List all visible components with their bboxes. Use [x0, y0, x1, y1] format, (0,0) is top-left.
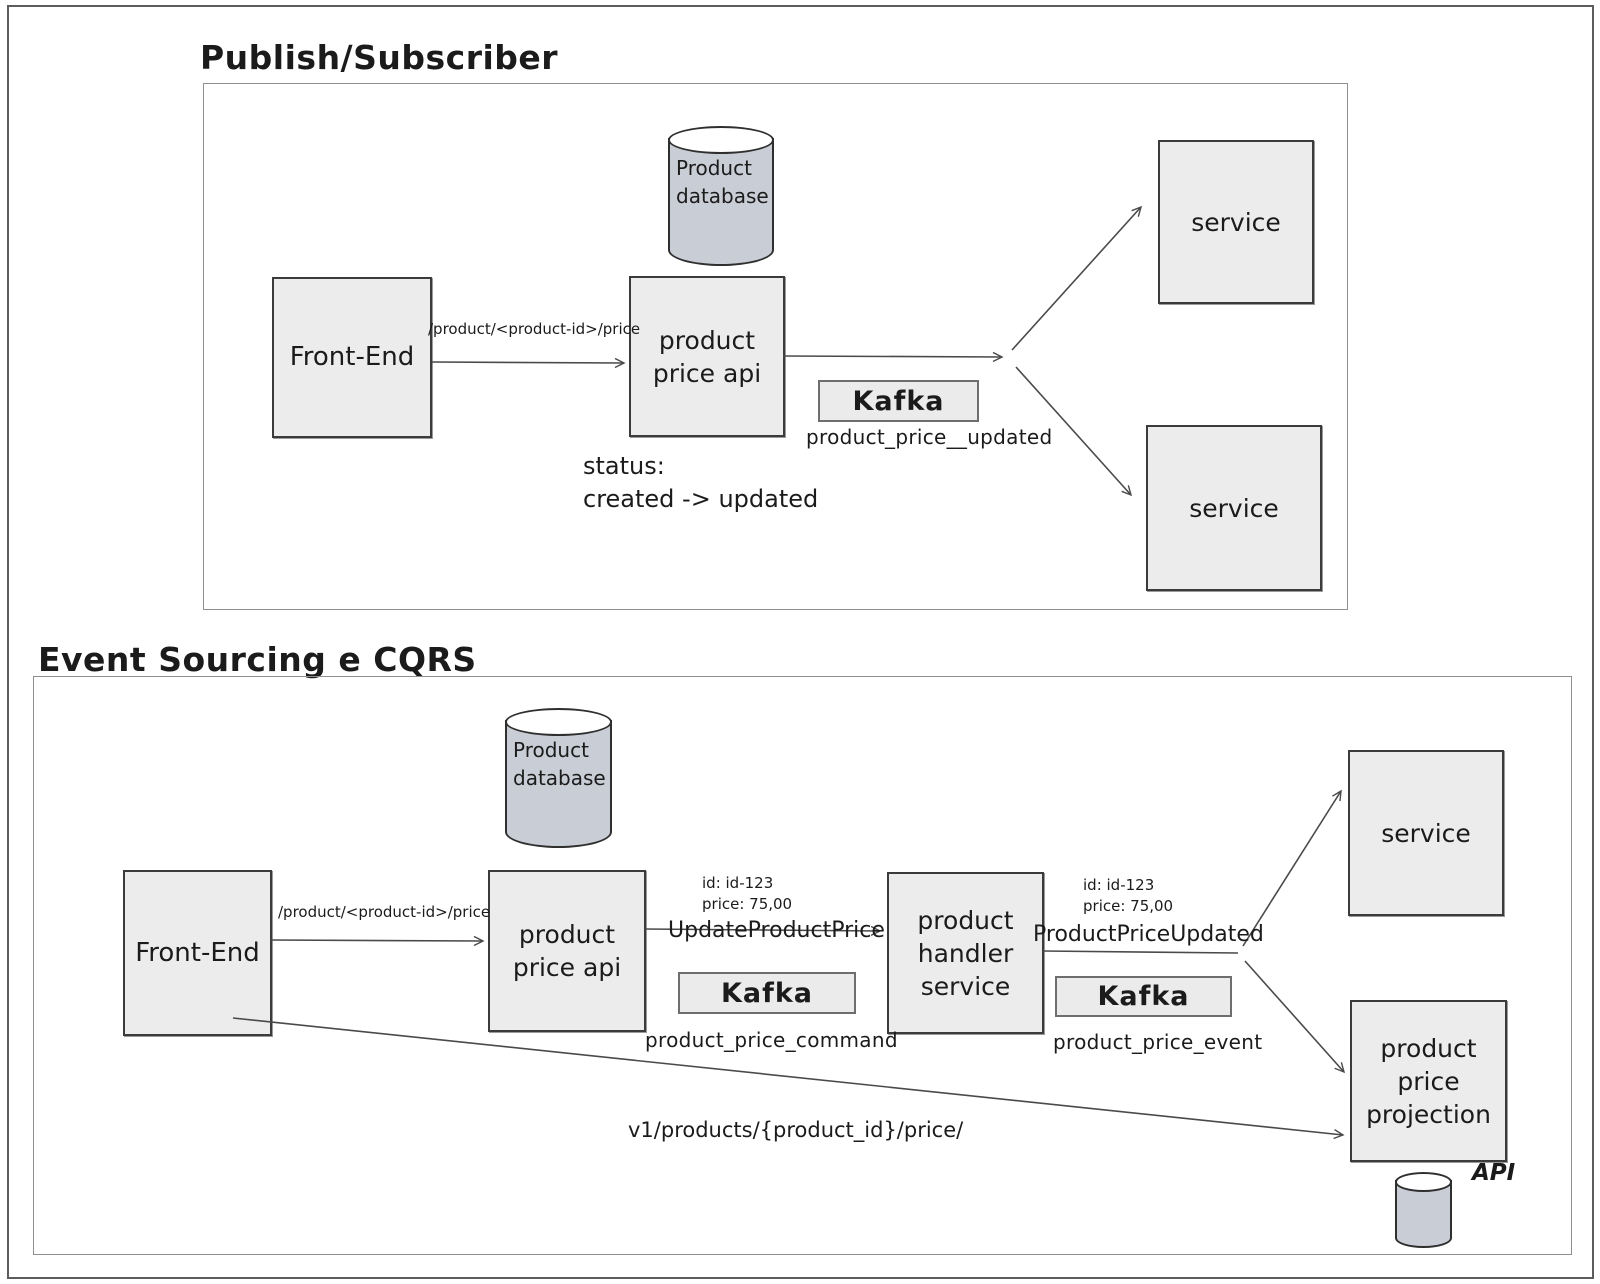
- cqrs-command-payload-price: price: 75,00: [702, 895, 793, 913]
- cylinder-body: [505, 720, 612, 848]
- cqrs-product-handler-service-label: product handler service: [917, 905, 1014, 1001]
- cqrs-kafka-command-node: Kafka: [678, 972, 856, 1014]
- cqrs-event-payload-price: price: 75,00: [1083, 897, 1174, 915]
- cqrs-product-database-icon: Product database: [505, 708, 612, 848]
- pubsub-status-text: status: created -> updated: [583, 450, 818, 516]
- cqrs-command-payload: id: id-123 price: 75,00: [702, 873, 792, 915]
- cqrs-database-label: Product database: [513, 738, 606, 790]
- cqrs-api-label: API: [1472, 1160, 1516, 1186]
- pubsub-front-end-node: Front-End: [272, 277, 432, 438]
- cqrs-event-payload-id: id: id-123: [1083, 876, 1155, 894]
- cylinder-top: [1395, 1172, 1452, 1192]
- cqrs-product-handler-service-node: product handler service: [887, 872, 1044, 1034]
- cqrs-product-price-projection-node: product price projection: [1350, 1000, 1507, 1162]
- cqrs-command-label: UpdateProductPrice: [668, 918, 885, 943]
- cqrs-product-price-projection-label: product price projection: [1366, 1033, 1491, 1129]
- cqrs-projection-database-icon: [1395, 1172, 1452, 1248]
- pubsub-status-line2: created -> updated: [583, 485, 819, 513]
- cylinder-top: [668, 126, 774, 154]
- cqrs-request-label: /product/<product-id>/price: [278, 903, 491, 921]
- cqrs-front-end-node: Front-End: [123, 870, 272, 1036]
- cqrs-event-label: ProductPriceUpdated: [1033, 922, 1264, 947]
- cqrs-product-price-api-label: product price api: [512, 920, 622, 982]
- cqrs-rest-label: v1/products/{product_id}/price/: [628, 1118, 964, 1142]
- cqrs-service-label: service: [1381, 818, 1471, 848]
- pubsub-container: [203, 83, 1348, 610]
- pubsub-service-bottom-node: service: [1146, 425, 1322, 591]
- pubsub-section-title: Publish/Subscriber: [200, 38, 559, 77]
- pubsub-service-bottom-label: service: [1189, 493, 1279, 523]
- pubsub-topic-label: product_price__updated: [806, 425, 1053, 449]
- cqrs-kafka-event-label: Kafka: [1097, 981, 1190, 1012]
- page-border: [7, 5, 1594, 1279]
- pubsub-status-line1: status:: [583, 452, 665, 480]
- cqrs-topic-event-label: product_price_event: [1053, 1030, 1263, 1054]
- pubsub-product-price-api-node: product price api: [629, 276, 785, 437]
- cqrs-command-payload-id: id: id-123: [702, 874, 774, 892]
- cqrs-section-title: Event Sourcing e CQRS: [38, 640, 477, 679]
- pubsub-product-price-api-label: product price api: [652, 325, 762, 388]
- pubsub-kafka-label: Kafka: [852, 385, 945, 417]
- cqrs-service-node: service: [1348, 750, 1504, 916]
- pubsub-product-database-icon: Product database: [668, 126, 774, 266]
- pubsub-front-end-label: Front-End: [289, 342, 415, 372]
- pubsub-request-label: /product/<product-id>/price: [428, 320, 641, 338]
- pubsub-service-top-node: service: [1158, 140, 1314, 304]
- cqrs-product-price-api-node: product price api: [488, 870, 646, 1032]
- cqrs-kafka-command-label: Kafka: [720, 977, 814, 1009]
- cqrs-front-end-label: Front-End: [135, 937, 260, 968]
- cylinder-top: [505, 708, 612, 736]
- cqrs-topic-command-label: product_price_command: [645, 1028, 898, 1052]
- cylinder-body: [668, 138, 774, 266]
- cqrs-event-payload: id: id-123 price: 75,00: [1083, 875, 1173, 917]
- cqrs-container: [33, 676, 1572, 1255]
- pubsub-service-top-label: service: [1191, 207, 1281, 237]
- pubsub-kafka-node: Kafka: [818, 380, 979, 422]
- cqrs-kafka-event-node: Kafka: [1055, 976, 1232, 1017]
- pubsub-database-label: Product database: [676, 156, 769, 208]
